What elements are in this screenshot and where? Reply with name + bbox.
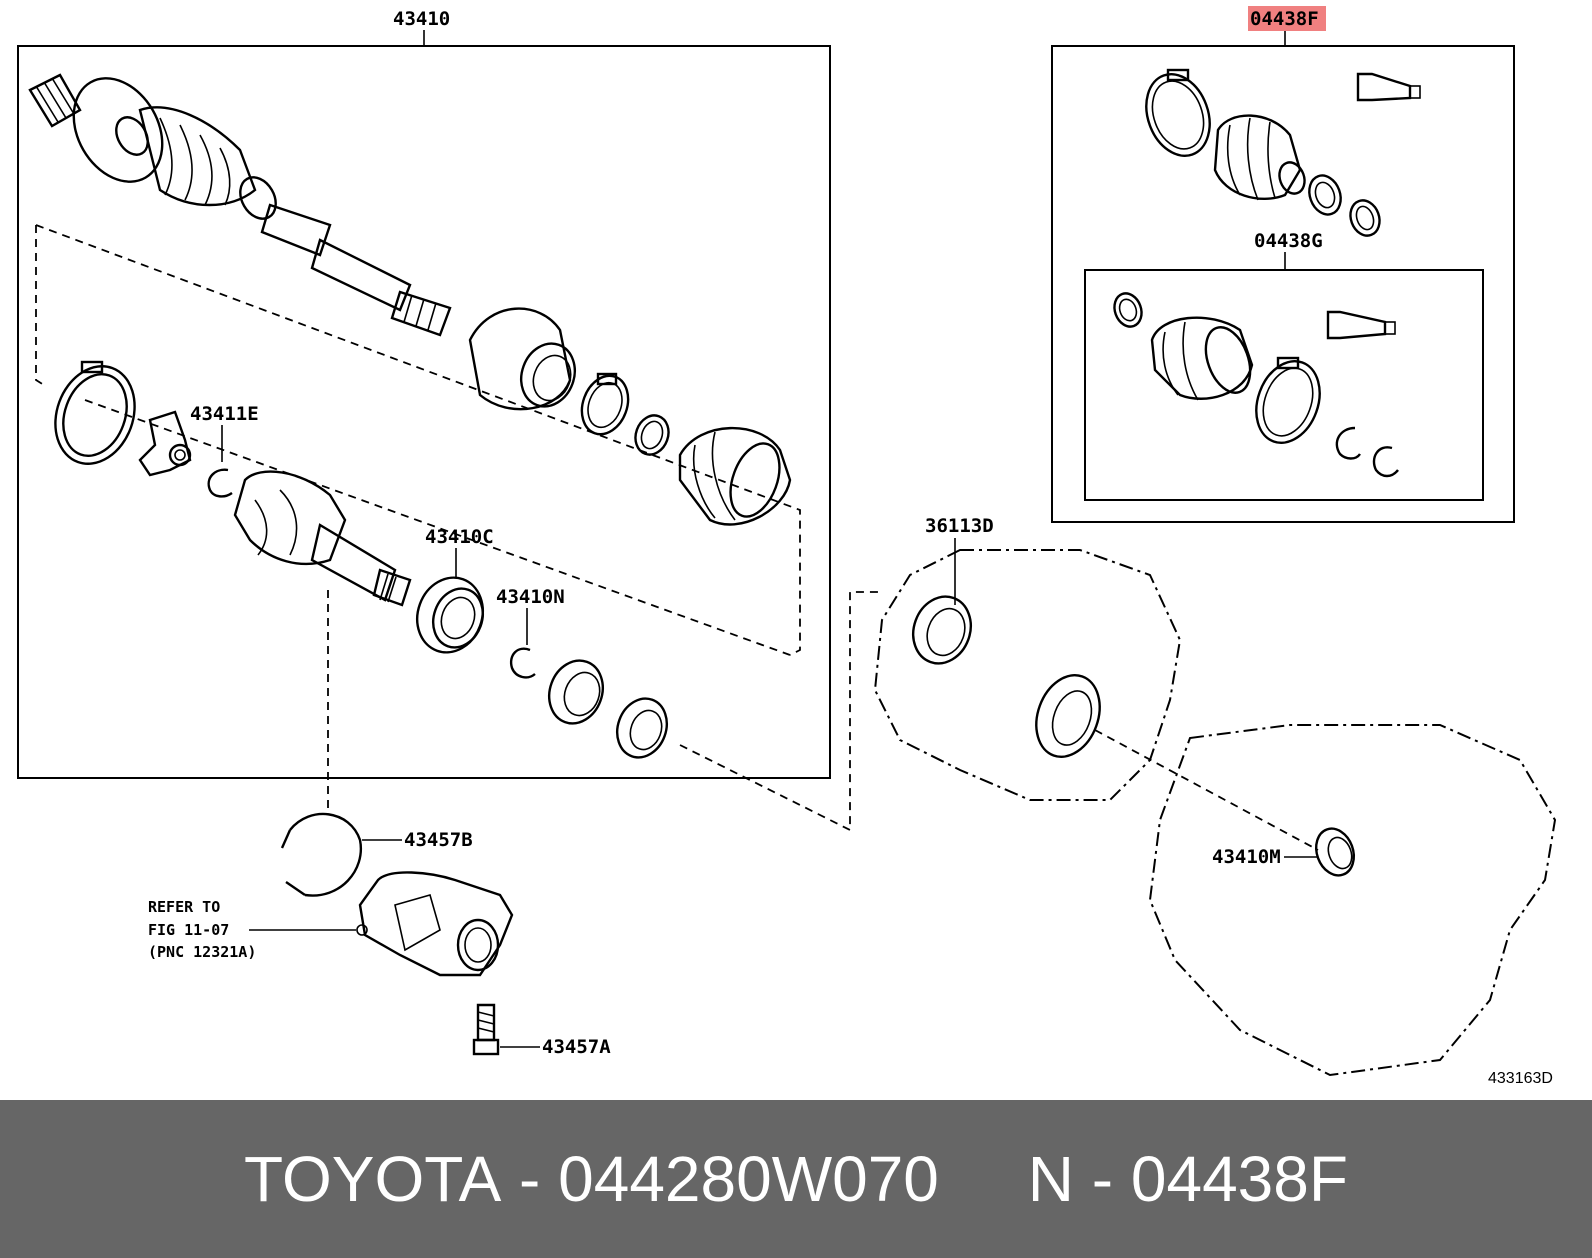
kit-g-snap-ring-2 <box>1372 446 1399 478</box>
footer-ref-code: 04438F <box>1130 1143 1348 1215</box>
callout-43411E[interactable]: 43411E <box>190 403 259 425</box>
boot-kit-box-04438F <box>1051 45 1515 523</box>
dust-cover-ring <box>616 697 668 759</box>
kit-g-clamp-large <box>1255 356 1321 444</box>
tripod-joint <box>138 410 192 477</box>
callout-43457B[interactable]: 43457B <box>404 829 473 851</box>
callout-43410C[interactable]: 43410C <box>425 526 494 548</box>
bearing-bracket <box>356 871 514 977</box>
callout-36113D[interactable]: 36113D <box>925 515 994 537</box>
bearing-43410C <box>416 576 484 654</box>
callout-43410N[interactable]: 43410N <box>496 586 565 608</box>
transmission-case-outline <box>1148 724 1557 1077</box>
footer-gap <box>939 1142 1028 1216</box>
callout-43410M[interactable]: 43410M <box>1212 846 1281 868</box>
kit-clamp-small-1 <box>1308 174 1342 216</box>
kit-clamp-large <box>1145 68 1211 157</box>
boot-clamp-small <box>634 414 670 456</box>
assembly-box-43410 <box>17 45 831 779</box>
callout-04438F[interactable]: 04438F <box>1250 8 1319 30</box>
kit-clamp-small-2 <box>1349 199 1381 237</box>
footer-position: N <box>1027 1143 1075 1215</box>
figure-code: 433163D <box>1488 1070 1553 1087</box>
parts-diagram: 43410 43411E <box>17 6 1557 1087</box>
highlight-04438F <box>1248 6 1326 31</box>
refer-note-line-2: FIG 11-07 <box>148 921 229 939</box>
kit-g-snap-ring-1 <box>1335 426 1361 460</box>
refer-note-line-1: REFER TO <box>148 898 220 916</box>
kit-g-boot <box>1150 316 1254 401</box>
footer-separator: - <box>501 1143 559 1215</box>
bolt-43457A <box>472 1003 500 1056</box>
footer-bar: TOYOTA - 044280W070 N - 04438F <box>0 1100 1592 1258</box>
callout-04438G[interactable]: 04438G <box>1254 230 1323 252</box>
snap-ring-43410N <box>509 647 536 679</box>
oil-seal-36113D <box>912 595 972 665</box>
footer-brand: TOYOTA <box>244 1143 502 1215</box>
transaxle-case-outline <box>873 549 1182 801</box>
kit-boot <box>1213 114 1306 201</box>
inboard-boot <box>678 426 792 526</box>
case-bore <box>1035 674 1101 758</box>
refer-note-line-3: (PNC 12321A) <box>148 943 256 961</box>
oil-seal-ring <box>548 659 604 725</box>
callout-43457A[interactable]: 43457A <box>542 1036 611 1058</box>
outer-cv-joint-shaft <box>28 73 452 337</box>
grease-tube <box>1356 72 1421 102</box>
callout-43410[interactable]: 43410 <box>393 8 450 30</box>
boot-clamp-large <box>54 360 136 465</box>
inboard-joint-housing <box>233 470 412 607</box>
kit-g-clamp-small <box>1113 292 1143 328</box>
footer-separator-2: - <box>1074 1143 1131 1215</box>
boot-clamp-medium <box>580 372 630 436</box>
footer-part-number: 044280W070 <box>558 1143 939 1215</box>
boot-kit-box-04438G <box>1084 269 1484 501</box>
snap-ring-43457B <box>280 812 363 897</box>
snap-ring-small <box>207 468 233 498</box>
boot-damper <box>468 307 576 411</box>
bearing-43410M <box>1314 827 1356 877</box>
kit-g-grease-tube <box>1326 310 1396 340</box>
